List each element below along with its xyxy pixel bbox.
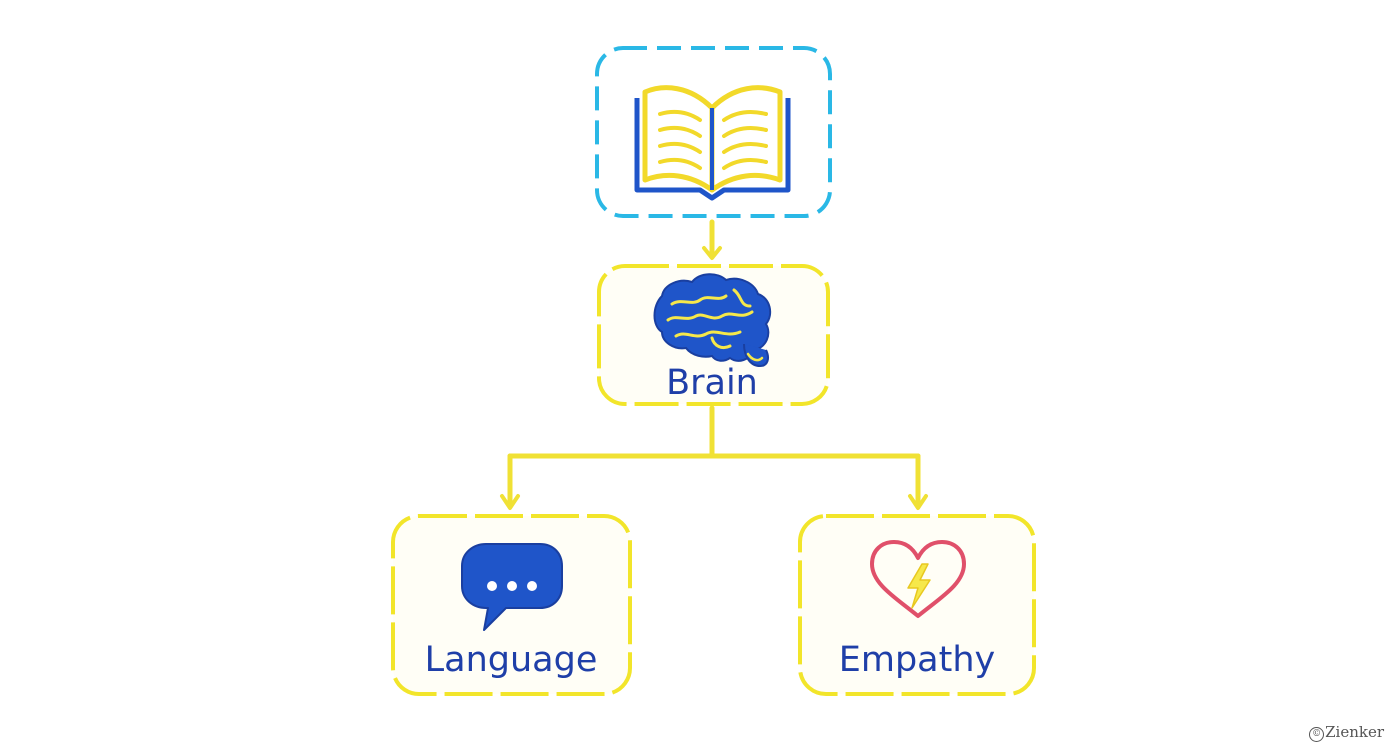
open-book-icon: [634, 85, 791, 201]
node-empathy: Empathy: [798, 514, 1036, 696]
empathy-label: Empathy: [839, 640, 996, 680]
node-language: Language: [391, 514, 632, 696]
brain-icon: [653, 273, 772, 368]
brain-label: Brain: [666, 363, 758, 403]
node-book: [595, 46, 832, 218]
chat-bubble-icon: [461, 543, 563, 631]
node-empathy-border: [798, 514, 1036, 696]
connector-brain-to-children: [500, 405, 928, 510]
copyright-symbol: ©: [1309, 727, 1325, 742]
watermark-text: Zienker: [1325, 723, 1384, 741]
language-label: Language: [425, 640, 598, 680]
watermark: ©Zienker: [1309, 723, 1384, 742]
heart-icon: [870, 540, 966, 618]
node-brain: Brain: [597, 264, 830, 406]
connector-book-to-brain: [702, 219, 722, 260]
